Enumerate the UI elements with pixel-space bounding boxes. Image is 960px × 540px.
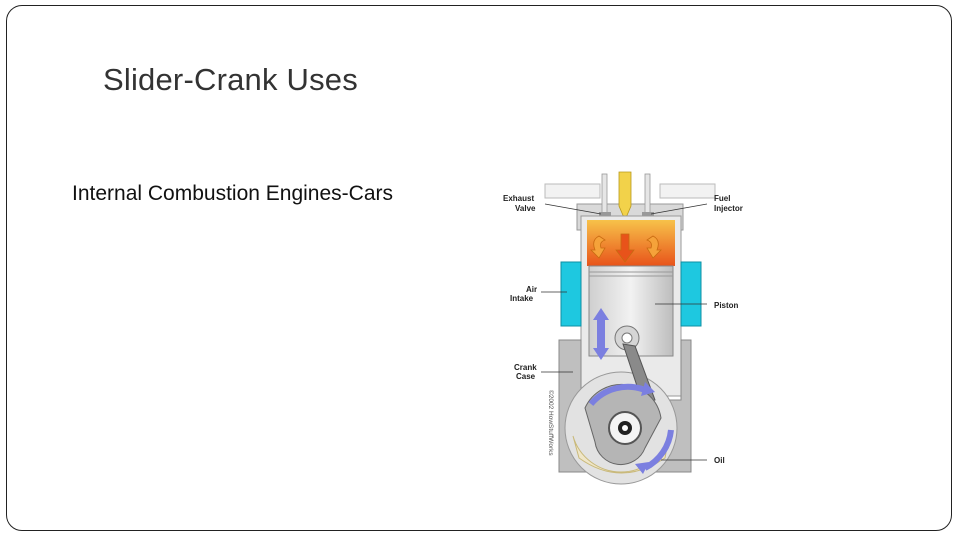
slide-title: Slider-Crank Uses [103, 62, 358, 97]
fuel-injector [618, 171, 632, 222]
slide-frame [6, 5, 952, 531]
engine-diagram: Exhaust Valve Fuel Injector Air Intake P… [503, 171, 743, 485]
label-fuel-injector: Fuel [714, 194, 730, 203]
label-air-intake-2: Intake [510, 294, 534, 303]
label-air-intake: Air [526, 285, 537, 294]
label-exhaust-valve: Exhaust [503, 194, 534, 203]
rotation-arrowheads [635, 382, 655, 474]
rotation-arrows [588, 383, 674, 471]
label-crank-case-2: Case [516, 372, 536, 381]
credit-text: ©2002 HowStuffWorks [547, 390, 555, 456]
label-crank-case: Crank [514, 363, 537, 372]
label-fuel-injector-2: Injector [714, 204, 743, 213]
label-oil: Oil [714, 456, 725, 465]
stroke-arrow [593, 308, 609, 360]
air-intake [560, 261, 702, 327]
combustion-arrows [590, 233, 662, 263]
label-piston: Piston [714, 301, 739, 310]
bullet-text: Internal Combustion Engines-Cars [72, 182, 393, 205]
combustion-chamber [587, 220, 675, 266]
label-exhaust-valve-2: Valve [515, 204, 536, 213]
leader-lines [541, 203, 708, 461]
crankshaft [584, 383, 662, 466]
